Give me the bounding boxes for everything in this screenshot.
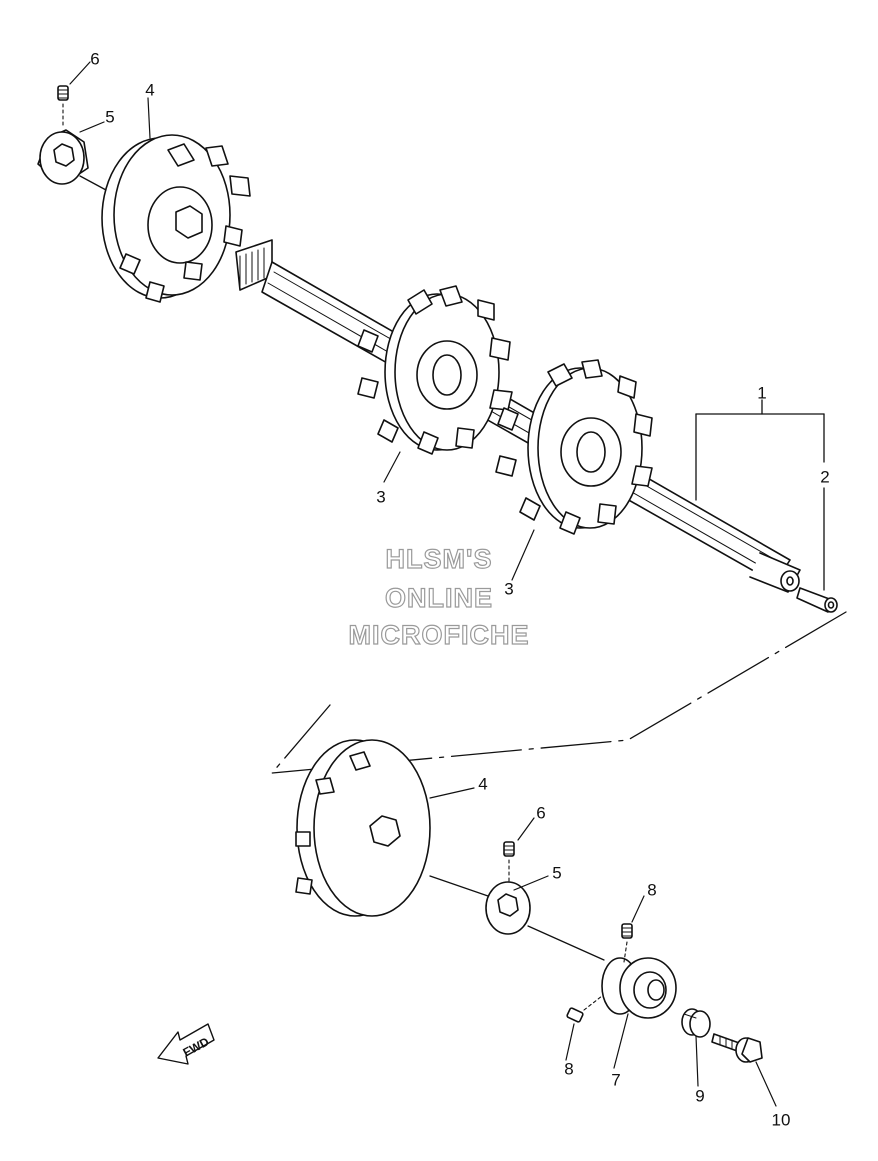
sprocket-wheel-b <box>495 359 653 535</box>
callout-4-bottom: 4 <box>478 774 488 794</box>
reference-line <box>271 611 847 774</box>
callout-2: 2 <box>820 467 830 487</box>
set-screw-bearing-top <box>621 923 633 963</box>
set-screw-bearing-side <box>566 995 603 1023</box>
sprocket-wheel-a <box>357 285 513 455</box>
set-screw-top <box>57 85 69 129</box>
callout-3-center: 3 <box>376 487 386 507</box>
bearing <box>601 957 677 1019</box>
watermark-line-1: HLSM'S <box>385 544 493 574</box>
collar-bottom <box>429 875 605 961</box>
watermark-line-3: MICROFICHE <box>348 620 530 650</box>
callout-10: 10 <box>771 1110 791 1130</box>
callout-3-right: 3 <box>504 579 514 599</box>
collar-top <box>37 129 107 191</box>
callout-4-top: 4 <box>145 80 155 100</box>
callout-6-bottom: 6 <box>536 803 546 823</box>
set-screw-bottom <box>503 841 515 883</box>
callout-6-top: 6 <box>90 49 100 69</box>
idler-wheel-bottom <box>295 739 431 917</box>
callout-8-bottom: 8 <box>564 1059 574 1079</box>
callout-9: 9 <box>695 1086 705 1106</box>
callout-1: 1 <box>757 383 767 403</box>
bolt <box>711 1033 763 1063</box>
idler-wheel-top <box>101 134 251 303</box>
callout-7: 7 <box>611 1070 621 1090</box>
spacer <box>681 1008 711 1038</box>
pin <box>796 587 838 613</box>
callout-8-top: 8 <box>647 880 657 900</box>
leader-lines <box>69 61 777 1107</box>
fwd-arrow-icon <box>157 1023 215 1065</box>
watermark-line-2: ONLINE <box>384 583 493 613</box>
callout-bracket <box>695 399 825 591</box>
callout-5-top: 5 <box>105 107 115 127</box>
callout-5-bottom: 5 <box>552 863 562 883</box>
